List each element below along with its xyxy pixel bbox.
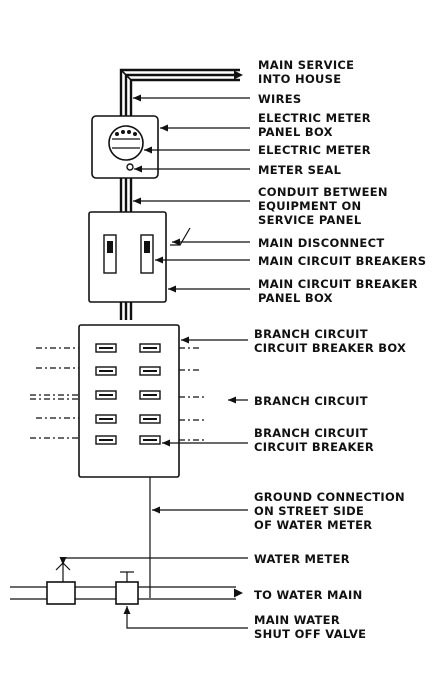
label-meter-panel-box-line1: ELECTRIC METER — [258, 111, 371, 125]
branch-breaker-slot — [95, 343, 117, 353]
label-branch-breaker-box-line1: BRANCH CIRCUIT — [254, 327, 368, 341]
leader-meter-panel-box-arrowhead — [160, 124, 168, 132]
main-breaker-left — [103, 234, 117, 274]
branch-breaker-slot — [139, 414, 161, 424]
label-ground-connection-line3: OF WATER METER — [254, 518, 372, 532]
label-branch-circuit: BRANCH CIRCUIT — [254, 394, 368, 408]
meter-panel-box — [91, 115, 159, 179]
leader-branch-breaker-box-arrowhead — [181, 336, 189, 344]
label-branch-circuit-breaker-line2: CIRCUIT BREAKER — [254, 440, 374, 454]
leader-water-meter — [62, 557, 248, 565]
arrow-to-water-main — [234, 588, 243, 598]
label-meter-panel-box-line2: PANEL BOX — [258, 125, 333, 139]
leader-ground-connection-arrowhead — [152, 506, 160, 514]
leader-shut-off-valve — [126, 606, 248, 629]
leader-lines — [59, 70, 250, 629]
label-main-service-line1: MAIN SERVICE — [258, 58, 354, 72]
label-main-breaker-panel-box-line1: MAIN CIRCUIT BREAKER — [258, 277, 418, 291]
leader-branch-circuit-breaker-arrowhead — [162, 439, 170, 447]
leader-branch-circuit-arrowhead — [228, 396, 236, 404]
label-main-breaker-panel-box: MAIN CIRCUIT BREAKER PANEL BOX — [258, 277, 418, 305]
leader-main-circuit-breakers-arrowhead — [155, 256, 163, 264]
leader-wires-arrowhead — [133, 94, 141, 102]
label-ground-connection-line2: ON STREET SIDE — [254, 504, 364, 518]
branch-breaker-slot — [139, 435, 161, 445]
label-meter-panel-box: ELECTRIC METER PANEL BOX — [258, 111, 371, 139]
branch-breaker-box — [78, 324, 180, 478]
label-conduit-line3: SERVICE PANEL — [258, 213, 362, 227]
label-meter-seal: METER SEAL — [258, 163, 342, 177]
branch-breaker-slot — [139, 390, 161, 400]
label-electric-meter: ELECTRIC METER — [258, 143, 371, 157]
label-to-water-main: TO WATER MAIN — [254, 588, 363, 602]
label-branch-breaker-box: BRANCH CIRCUIT CIRCUIT BREAKER BOX — [254, 327, 406, 355]
water-meter — [46, 558, 76, 605]
label-branch-breaker-box-line2: CIRCUIT BREAKER BOX — [254, 341, 406, 355]
label-shut-off-valve-line1: MAIN WATER — [254, 613, 340, 627]
leader-shut-off-valve-arrowhead — [123, 606, 131, 614]
label-branch-circuit-breaker-line1: BRANCH CIRCUIT — [254, 426, 368, 440]
leader-main-disconnect-arrowhead — [172, 238, 180, 246]
label-conduit: CONDUIT BETWEEN EQUIPMENT ON SERVICE PAN… — [258, 185, 388, 227]
branch-breaker-slot — [139, 366, 161, 376]
label-shut-off-valve-line2: SHUT OFF VALVE — [254, 627, 366, 641]
main-breaker-right — [140, 234, 154, 274]
branch-circuit-wires — [30, 347, 205, 441]
branch-breaker-slot — [95, 390, 117, 400]
meter-seal — [126, 163, 134, 171]
leader-electric-meter-arrowhead — [144, 146, 152, 154]
label-main-circuit-breakers: MAIN CIRCUIT BREAKERS — [258, 254, 426, 268]
main-breaker-panel-box — [88, 211, 191, 303]
label-shut-off-valve: MAIN WATER SHUT OFF VALVE — [254, 613, 366, 641]
label-main-service-line2: INTO HOUSE — [258, 72, 341, 86]
label-wires: WIRES — [258, 92, 301, 106]
leader-conduit-arrowhead — [133, 197, 141, 205]
label-main-disconnect: MAIN DISCONNECT — [258, 236, 384, 250]
branch-breaker-slot — [95, 366, 117, 376]
label-conduit-line1: CONDUIT BETWEEN — [258, 185, 388, 199]
label-conduit-line2: EQUIPMENT ON — [258, 199, 361, 213]
label-main-service: MAIN SERVICE INTO HOUSE — [258, 58, 354, 86]
main-water-shut-off-valve — [115, 571, 139, 605]
leader-meter-seal-arrowhead — [134, 165, 142, 173]
label-ground-connection: GROUND CONNECTION ON STREET SIDE OF WATE… — [254, 490, 405, 532]
arrow-main-service — [234, 70, 243, 80]
branch-breaker-slot — [95, 414, 117, 424]
branch-breaker-slot — [139, 343, 161, 353]
leader-main-breaker-panel-box-arrowhead — [168, 285, 176, 293]
electric-meter — [108, 125, 144, 161]
label-branch-circuit-breaker: BRANCH CIRCUIT CIRCUIT BREAKER — [254, 426, 374, 454]
label-ground-connection-line1: GROUND CONNECTION — [254, 490, 405, 504]
label-water-meter: WATER METER — [254, 552, 350, 566]
branch-breaker-slot — [95, 435, 117, 445]
label-main-breaker-panel-box-line2: PANEL BOX — [258, 291, 333, 305]
leader-water-meter-arrowhead — [59, 557, 67, 565]
